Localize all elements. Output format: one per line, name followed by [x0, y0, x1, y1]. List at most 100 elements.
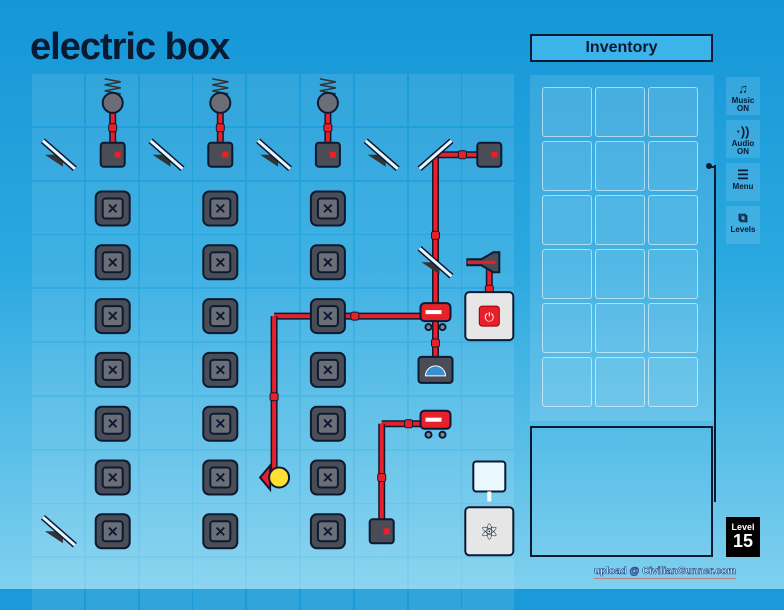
board-cell[interactable]: [408, 450, 461, 503]
inventory-slot[interactable]: [542, 357, 592, 407]
inventory-slot[interactable]: [648, 87, 698, 137]
button-state: ON: [737, 104, 749, 113]
board-cell[interactable]: [32, 396, 84, 449]
block-piece[interactable]: ✕: [94, 351, 131, 388]
block-piece[interactable]: ✕: [309, 351, 346, 388]
board-cell[interactable]: [32, 450, 84, 503]
robot-piece[interactable]: [419, 302, 452, 332]
spring-piece[interactable]: [101, 78, 124, 114]
laser-piece[interactable]: [207, 141, 234, 168]
menu-button[interactable]: ☰Menu: [726, 163, 760, 201]
robot-piece[interactable]: [419, 409, 452, 439]
block-piece[interactable]: ✕: [309, 459, 346, 496]
power-piece[interactable]: ⏻: [464, 291, 515, 342]
inventory-slot[interactable]: [648, 357, 698, 407]
block-piece[interactable]: ✕: [202, 190, 239, 227]
inventory-slot[interactable]: [542, 249, 592, 299]
block-piece[interactable]: ✕: [309, 244, 346, 281]
inventory-slot[interactable]: [595, 249, 645, 299]
inventory-slot[interactable]: [542, 87, 592, 137]
board-cell[interactable]: [139, 235, 192, 288]
inventory-slot[interactable]: [648, 249, 698, 299]
board-cell[interactable]: [462, 343, 515, 395]
mirror-back-piece[interactable]: [40, 138, 77, 171]
board-cell[interactable]: [408, 504, 461, 557]
inventory-slot[interactable]: [648, 195, 698, 245]
board-cell[interactable]: [247, 181, 300, 234]
laser-piece[interactable]: [99, 141, 126, 168]
block-piece[interactable]: ✕: [202, 405, 239, 442]
inventory-slot[interactable]: [595, 357, 645, 407]
block-piece[interactable]: ✕: [94, 190, 131, 227]
block-piece[interactable]: ✕: [202, 351, 239, 388]
board-cell[interactable]: [354, 343, 407, 395]
inventory-slot[interactable]: [542, 303, 592, 353]
block-piece[interactable]: ✕: [94, 513, 131, 550]
block-piece[interactable]: ✕: [309, 405, 346, 442]
inventory-slot[interactable]: [648, 303, 698, 353]
board-cell[interactable]: [139, 289, 192, 342]
inventory-slot[interactable]: [595, 141, 645, 191]
levels-button[interactable]: ⧉Levels: [726, 206, 760, 244]
block-piece[interactable]: ✕: [309, 298, 346, 335]
inventory-slot[interactable]: [542, 141, 592, 191]
board-cell[interactable]: [462, 396, 515, 449]
laser-piece[interactable]: [368, 518, 395, 545]
mirror-fwd-piece[interactable]: [417, 138, 454, 171]
board-cell[interactable]: [247, 74, 300, 126]
inventory-slot[interactable]: [595, 87, 645, 137]
board-cell[interactable]: [32, 181, 84, 234]
mirror-back-piece[interactable]: [417, 246, 454, 279]
inventory-slot[interactable]: [542, 195, 592, 245]
atom-piece[interactable]: ⚛: [464, 506, 515, 557]
block-piece[interactable]: ✕: [202, 459, 239, 496]
block-piece[interactable]: ✕: [94, 298, 131, 335]
inventory-slot[interactable]: [595, 195, 645, 245]
board-cell[interactable]: [247, 504, 300, 557]
inventory-slot[interactable]: [595, 303, 645, 353]
board-cell[interactable]: [139, 181, 192, 234]
bulb-piece[interactable]: [258, 462, 291, 493]
mirror-back-piece[interactable]: [148, 138, 185, 171]
block-piece[interactable]: ✕: [202, 513, 239, 550]
emitter-piece[interactable]: [466, 251, 501, 274]
board-cell[interactable]: [32, 289, 84, 342]
speaker-icon: ·)): [736, 124, 750, 139]
board-cell[interactable]: [139, 504, 192, 557]
block-piece[interactable]: ✕: [309, 190, 346, 227]
button-label: Menu: [732, 182, 754, 191]
board-cell[interactable]: [32, 74, 84, 126]
block-piece[interactable]: ✕: [94, 244, 131, 281]
block-piece[interactable]: ✕: [309, 513, 346, 550]
mirror-back-piece[interactable]: [363, 138, 400, 171]
mirror-back-piece[interactable]: [256, 138, 293, 171]
board-cell[interactable]: [247, 235, 300, 288]
board-cell[interactable]: [354, 235, 407, 288]
spring-piece[interactable]: [209, 78, 232, 114]
level-number: 15: [732, 531, 754, 551]
board-cell[interactable]: [354, 74, 407, 126]
inventory-slot[interactable]: [648, 141, 698, 191]
board-cell[interactable]: [408, 74, 461, 126]
block-piece[interactable]: ✕: [94, 405, 131, 442]
gauge-piece[interactable]: [417, 355, 454, 384]
board-cell[interactable]: [139, 74, 192, 126]
block-piece[interactable]: ✕: [94, 459, 131, 496]
board-cell[interactable]: [462, 181, 515, 234]
board-cell[interactable]: [139, 343, 192, 395]
ice-piece[interactable]: [472, 460, 507, 502]
laser-piece[interactable]: [476, 141, 503, 168]
block-piece[interactable]: ✕: [202, 244, 239, 281]
board-cell[interactable]: [32, 235, 84, 288]
board-cell[interactable]: [139, 396, 192, 449]
mirror-back-piece[interactable]: [40, 515, 77, 548]
laser-piece[interactable]: [314, 141, 341, 168]
board-cell[interactable]: [139, 450, 192, 503]
board-cell[interactable]: [32, 343, 84, 395]
block-piece[interactable]: ✕: [202, 298, 239, 335]
board-cell[interactable]: [462, 74, 515, 126]
board-cell[interactable]: [354, 181, 407, 234]
spring-piece[interactable]: [316, 78, 339, 114]
